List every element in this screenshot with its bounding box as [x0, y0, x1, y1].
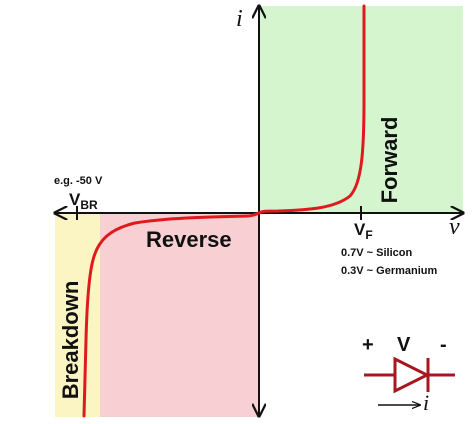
vbr-main: V [69, 190, 81, 209]
breakdown-region [55, 213, 100, 417]
vbr-sub: BR [80, 198, 98, 212]
breakdown-example: e.g. -50 V [54, 175, 103, 187]
germanium-note: 0.3V ~ Germanium [341, 265, 438, 277]
diode-voltage-label: V [397, 334, 411, 356]
forward-region [259, 6, 463, 212]
diode-symbol: + V - i [362, 334, 455, 415]
current-axis-label: i [236, 6, 243, 32]
diode-current-label: i [423, 390, 429, 415]
vf-label: VF [354, 220, 373, 242]
voltage-axis-label: v [449, 214, 460, 240]
forward-label: Forward [377, 117, 402, 204]
vf-sub: F [365, 228, 372, 242]
breakdown-label: Breakdown [58, 281, 83, 400]
plus-sign: + [362, 334, 374, 356]
reverse-label: Reverse [146, 227, 232, 252]
minus-sign: - [440, 334, 447, 356]
vf-main: V [354, 220, 366, 239]
vbr-label: VBR [69, 190, 98, 212]
reverse-region [100, 213, 259, 417]
iv-curve [82, 4, 366, 418]
silicon-note: 0.7V ~ Silicon [341, 247, 413, 259]
diode-triangle [393, 356, 431, 394]
